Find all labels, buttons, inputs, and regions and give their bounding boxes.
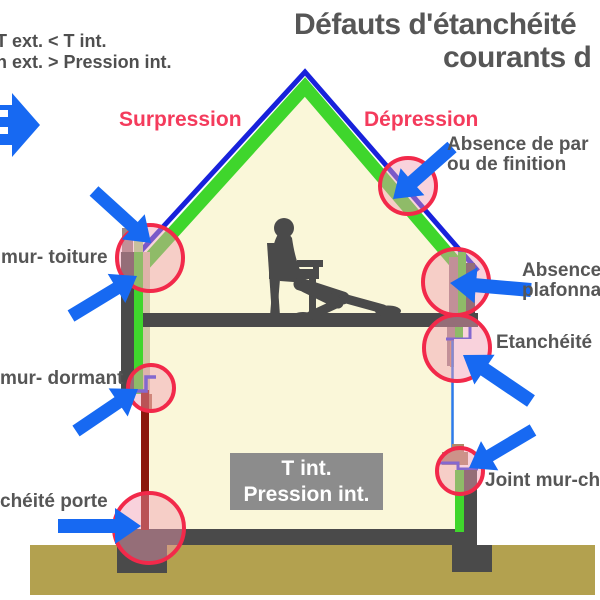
- wind-arrow-notch-2: [0, 127, 8, 134]
- person-shin: [338, 293, 388, 314]
- house-interior: [147, 93, 460, 530]
- person-silhouette: [267, 218, 401, 322]
- chair-front-leg: [309, 279, 316, 316]
- dormant-joint-line: [133, 375, 156, 393]
- interior-conditions-box: T int. Pression int.: [230, 453, 383, 510]
- person-torso: [272, 232, 307, 283]
- label-mur-chape: Joint mur-ch: [485, 470, 600, 491]
- surpression-upper-arrow-icon: [89, 186, 151, 243]
- mur-toiture-circle: [115, 223, 185, 293]
- label-etancheite: Etanchéité: [496, 332, 593, 353]
- surpression-lower-arrow-icon: [67, 273, 137, 322]
- roof-outer-line: [127, 68, 480, 273]
- label-pare-vapeur-line1: Absence de par: [447, 134, 589, 155]
- door: [141, 390, 149, 530]
- plafonnage-arrow-icon: [450, 267, 532, 304]
- right-wall-barrier-lower: [455, 327, 463, 340]
- label-mur-toiture: mur- toiture: [1, 247, 108, 268]
- person-foot-right: [375, 305, 401, 317]
- zone-depression: Dépression: [364, 108, 479, 131]
- pare-vapeur-arrow-icon: [393, 141, 457, 199]
- interior-temp: T int.: [281, 456, 332, 480]
- wind-arrow-icon: [0, 93, 40, 157]
- defect-arrows: [0, 93, 537, 544]
- page-title-line1: Défauts d'étanchéité: [294, 8, 577, 41]
- left-wall-barrier: [134, 252, 143, 394]
- label-pare-vapeur-line2: ou de finition: [447, 154, 567, 175]
- mur-dormant-circle: [126, 363, 176, 413]
- foundation-left: [117, 545, 167, 573]
- label-plafonnage-line2: plafonna: [522, 280, 600, 301]
- person-crossed-thigh: [299, 281, 344, 309]
- mur-chape-arrow-icon: [469, 424, 537, 471]
- person-arm: [272, 243, 278, 265]
- floor-slab: [117, 529, 470, 545]
- person-foot-left: [292, 312, 314, 322]
- person-head: [274, 218, 294, 238]
- page-title-line2: courants d: [443, 41, 592, 74]
- label-porte: chéité porte: [0, 491, 108, 512]
- mur-chape-circle: [435, 446, 485, 496]
- chair-armrest-post: [313, 263, 319, 275]
- interior-pressure: Pression int.: [243, 482, 370, 506]
- mur-dormant-arrow-icon: [72, 388, 138, 437]
- chair-rear-leg: [270, 279, 280, 316]
- condition-temperature: T ext. < T int.: [0, 31, 107, 51]
- chair-armrest: [297, 260, 323, 267]
- condition-pressure: n ext. > Pression int.: [0, 52, 172, 72]
- etancheite-arrow-icon: [463, 354, 535, 407]
- left-eave-bar-2: [134, 228, 143, 260]
- label-pare-vapeur: Absence de par ou de finition: [447, 135, 589, 175]
- right-wall-barrier-bottom: [455, 470, 464, 532]
- chape-joint-line: [440, 461, 478, 471]
- zone-surpression: Surpression: [119, 108, 242, 131]
- foundation-right: [452, 545, 492, 572]
- wind-arrow-notch-1: [0, 110, 8, 117]
- person-crossed-shin: [305, 298, 343, 321]
- left-eave-bar-1: [122, 228, 133, 260]
- label-plafonnage: Absence plafonna: [522, 261, 600, 301]
- ground: [30, 545, 595, 595]
- porte-arrow-icon: [58, 508, 141, 544]
- label-mur-dormant: mur- dormant: [0, 368, 124, 389]
- label-plafonnage-line1: Absence: [522, 260, 600, 281]
